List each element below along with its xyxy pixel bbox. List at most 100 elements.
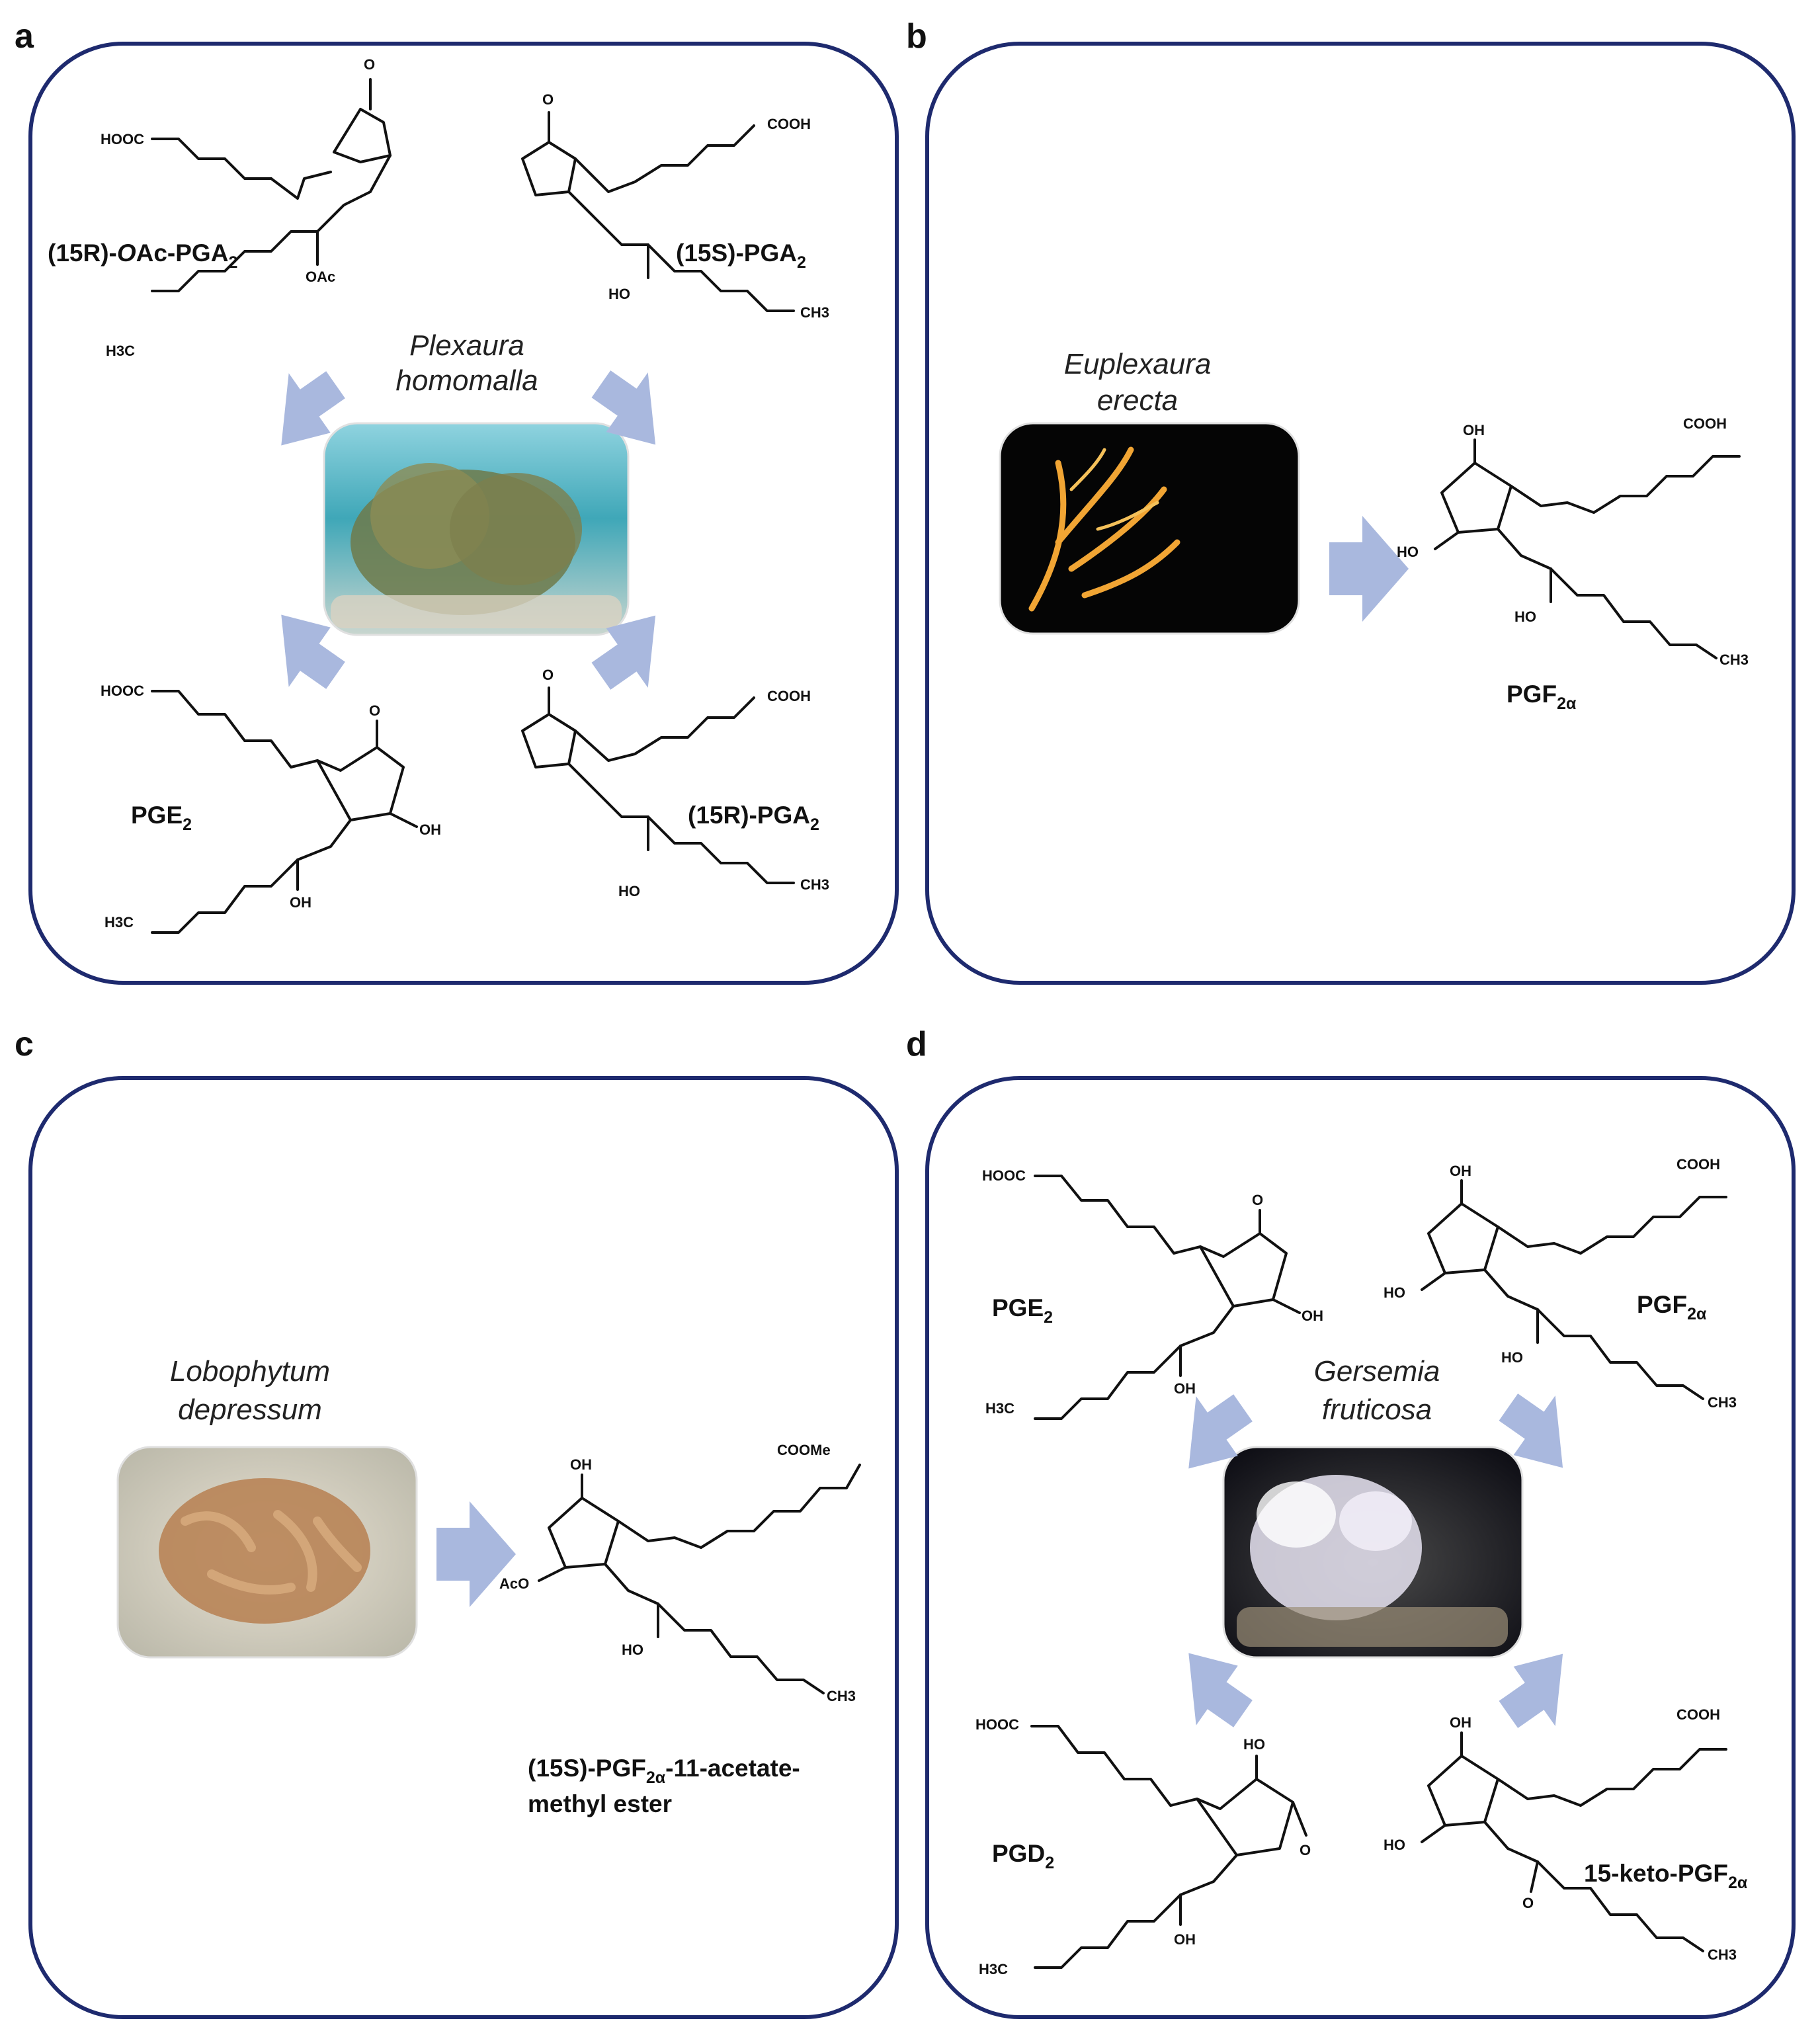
panel-a-arrow-top-right <box>591 370 656 445</box>
panel-d-arrow-top-left <box>1188 1394 1253 1469</box>
atom-ring-oh: OH <box>1302 1308 1323 1324</box>
compound-name: (15S)-PGA2 <box>676 239 806 272</box>
panel-d-arrow-top-right <box>1499 1393 1563 1468</box>
atom-substituent: OH <box>1174 1931 1196 1948</box>
panel-a-arrow-bottom-right <box>591 615 656 690</box>
atom-acid: HOOC <box>101 683 144 699</box>
atom-tail: H3C <box>106 343 135 359</box>
panel-b-photo <box>999 422 1300 635</box>
atom-tail: CH3 <box>827 1688 856 1704</box>
compound-pge2-a: HOOC O OH OH H3C PGE2 <box>101 683 441 934</box>
atom-ring-oh: HO <box>1384 1837 1405 1853</box>
atom-top-oh: OH <box>1450 1714 1471 1731</box>
compound-15r-pga2: COOH O HO CH3 (15R)-PGA2 <box>521 667 829 899</box>
atom-acid: COOH <box>1683 415 1727 432</box>
atom-acid: COOH <box>1676 1706 1720 1723</box>
atom-tail: H3C <box>985 1400 1014 1417</box>
compound-name: (15R)-OAc-PGA2 <box>48 239 237 272</box>
atom-acid: COOH <box>767 116 811 132</box>
panel-d-arrow-bottom-right <box>1499 1653 1563 1728</box>
panel-a-arrow-top-left <box>281 371 345 446</box>
panel-c-arrow <box>436 1501 516 1607</box>
atom-tail: CH3 <box>1708 1946 1737 1963</box>
atom-oxo: O <box>364 56 375 73</box>
panel-d-species-line1: Gersemia <box>1314 1355 1440 1388</box>
compound-name: 15-keto-PGF2α <box>1584 1860 1748 1892</box>
atom-substituent: OH <box>290 894 311 911</box>
atom-substituent: OH <box>1174 1380 1196 1397</box>
panel-d-photo <box>1222 1446 1524 1659</box>
compound-name: (15R)-PGA2 <box>688 802 819 834</box>
compound-15s-pgf2a-acetate-methyl-ester: COOMe OH AcO HO CH3 (15S)-PGF2α-11-aceta… <box>499 1442 861 1817</box>
atom-oxo: O <box>1300 1842 1311 1858</box>
compound-name-line2: methyl ester <box>528 1790 672 1817</box>
atom-acid: HOOC <box>975 1716 1019 1733</box>
panel-b-arrow <box>1329 516 1409 622</box>
atom-oxo: O <box>369 702 380 719</box>
compound-name: PGF2α <box>1507 681 1577 713</box>
compound-name: PGD2 <box>992 1840 1054 1872</box>
panel-d-arrow-bottom-left <box>1188 1653 1253 1727</box>
atom-acid: COOH <box>1676 1156 1720 1173</box>
atom-substituent: HO <box>622 1642 643 1658</box>
panel-a-species-line2: homomalla <box>395 364 538 397</box>
atom-substituent: HO <box>1514 608 1536 625</box>
panel-c-photo <box>116 1446 418 1659</box>
atom-ring-oh: HO <box>1384 1284 1405 1301</box>
panel-b-frame <box>925 42 1796 985</box>
panel-a-species-line1: Plexaura <box>409 329 524 362</box>
atom-top-oh: OH <box>570 1456 592 1473</box>
atom-tail: H3C <box>979 1961 1008 1977</box>
atom-tail: CH3 <box>1719 651 1749 668</box>
panel-d: d Gersemia fruticosa HOOC O OH OH <box>906 1025 1796 2019</box>
panel-d-letter: d <box>906 1025 927 1063</box>
atom-ring-oh: HO <box>1397 544 1419 560</box>
atom-oxo: O <box>1252 1192 1263 1208</box>
compound-15r-oac-pga2: HOOC O OAc H3C (15R)-OAc-PGA2 <box>48 56 392 359</box>
panel-b-letter: b <box>906 17 927 56</box>
compound-15-keto-pgf2a: COOH OH HO O CH3 15-keto-PGF2α <box>1384 1706 1748 1963</box>
atom-top-oh: OH <box>1463 422 1485 438</box>
compound-name: PGE2 <box>992 1294 1053 1327</box>
atom-acid: HOOC <box>101 131 144 147</box>
atom-tail: H3C <box>104 914 134 931</box>
atom-acid: COOMe <box>777 1442 831 1458</box>
panel-d-species-line2: fruticosa <box>1322 1393 1432 1426</box>
atom-acid: COOH <box>767 688 811 704</box>
atom-ring-oh: OH <box>419 821 441 838</box>
compound-15s-pga2: COOH O HO CH3 (15S)-PGA2 <box>521 91 829 321</box>
panel-b-species-line1: Euplexaura <box>1064 348 1212 380</box>
panel-a-arrow-bottom-left <box>281 614 345 689</box>
compound-name: PGF2α <box>1637 1291 1707 1323</box>
atom-substituent: HO <box>608 286 630 302</box>
panel-c-letter: c <box>15 1025 34 1063</box>
atom-top-oh: OH <box>1450 1163 1471 1179</box>
compound-name-line1: (15S)-PGF2α-11-acetate- <box>528 1755 800 1787</box>
panel-a-letter: a <box>15 17 34 56</box>
panel-b-species-line2: erecta <box>1097 384 1178 417</box>
atom-oxo: O <box>542 91 554 108</box>
compound-pgf2a-b: COOH OH HO HO CH3 PGF2α <box>1397 415 1749 713</box>
panel-c-species-line2: depressum <box>178 1393 322 1426</box>
atom-substituent: OAc <box>306 269 335 285</box>
panel-c: c Lobophytum depressum COOMe OH AcO HO C… <box>15 1025 899 2019</box>
panel-b: b Euplexaura erecta COOH OH HO HO CH3 PG… <box>906 17 1796 985</box>
atom-substituent: HO <box>618 883 640 899</box>
atom-oxo: O <box>1522 1895 1534 1911</box>
compound-name: PGE2 <box>131 802 192 834</box>
atom-tail: CH3 <box>800 304 829 321</box>
atom-acid: HOOC <box>982 1167 1026 1184</box>
atom-substituent: HO <box>1501 1349 1523 1366</box>
compound-pgf2a-d: COOH OH HO HO CH3 PGF2α <box>1384 1156 1737 1411</box>
atom-ring-oac: AcO <box>499 1575 529 1592</box>
panel-a-photo <box>323 422 630 636</box>
panel-a: a Plexaura homomalla HOOC O OAc <box>15 17 899 985</box>
atom-tail: CH3 <box>800 876 829 893</box>
atom-oxo: O <box>542 667 554 683</box>
compound-pge2-d: HOOC O OH OH H3C PGE2 <box>982 1167 1323 1420</box>
atom-tail: CH3 <box>1708 1394 1737 1411</box>
panel-c-species-line1: Lobophytum <box>170 1355 330 1388</box>
compound-pgd2: HOOC HO O OH H3C PGD2 <box>975 1716 1311 1977</box>
atom-top-oh: HO <box>1243 1736 1265 1753</box>
